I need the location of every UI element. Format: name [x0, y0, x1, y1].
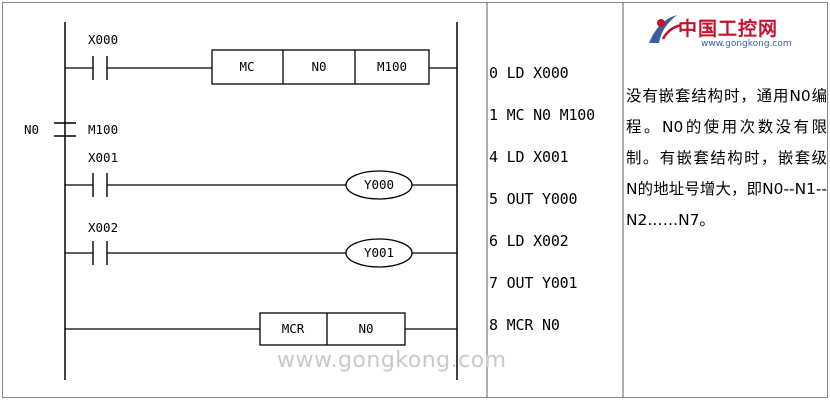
instruction-list: 0 LD X000 1 MC N0 M100 4 LD X001 5 OUT Y… — [487, 3, 623, 397]
program-line: 6 LD X002 — [489, 232, 569, 250]
description-text: 没有嵌套结构时，通用N0编程。N0的使用次数没有限制。有嵌套结构时，嵌套级 N的… — [626, 87, 827, 229]
program-line: 1 MC N0 M100 — [489, 106, 595, 124]
rung-y001: X002 Y001 — [65, 220, 457, 268]
program-line: 4 LD X001 — [489, 148, 569, 166]
mc-nest: N0 — [311, 59, 326, 74]
mc-box — [211, 49, 430, 85]
program-line: 0 LD X000 — [489, 64, 569, 82]
logo-url: www.gongkong.com — [701, 39, 792, 49]
mcr-nest: N0 — [358, 321, 373, 336]
mcr-op: MCR — [282, 321, 305, 336]
watermark: www.gongkong.com — [277, 348, 507, 373]
program-line: 8 MCR N0 — [489, 316, 560, 334]
contact-label-x002: X002 — [88, 220, 118, 235]
logo-text: 中国工控网 — [678, 18, 779, 40]
program-line: 5 OUT Y000 — [489, 190, 578, 208]
rung-y000: X001 Y000 — [65, 150, 457, 200]
rung-mcr: MCR N0 — [65, 312, 457, 346]
contact-label-x000: X000 — [88, 32, 118, 47]
program-line: 7 OUT Y001 — [489, 274, 578, 292]
logo-swoosh-icon — [649, 15, 682, 43]
contact-label-m100: M100 — [88, 122, 118, 137]
mc-op: MC — [239, 59, 254, 74]
master-contact-m100: N0 M100 — [24, 122, 118, 137]
nest-label: N0 — [24, 122, 39, 137]
description-panel: 中国工控网 www.gongkong.com 没有嵌套结构时，通用N0编程。N0… — [623, 3, 827, 397]
mc-device: M100 — [377, 59, 407, 74]
mcr-box — [259, 312, 406, 346]
gongkong-logo: 中国工控网 www.gongkong.com — [643, 9, 825, 49]
coil-label-y000: Y000 — [364, 177, 394, 192]
coil-label-y001: Y001 — [364, 245, 394, 260]
contact-label-x001: X001 — [88, 150, 118, 165]
rung-mc: X000 MC N0 M100 — [65, 32, 457, 85]
